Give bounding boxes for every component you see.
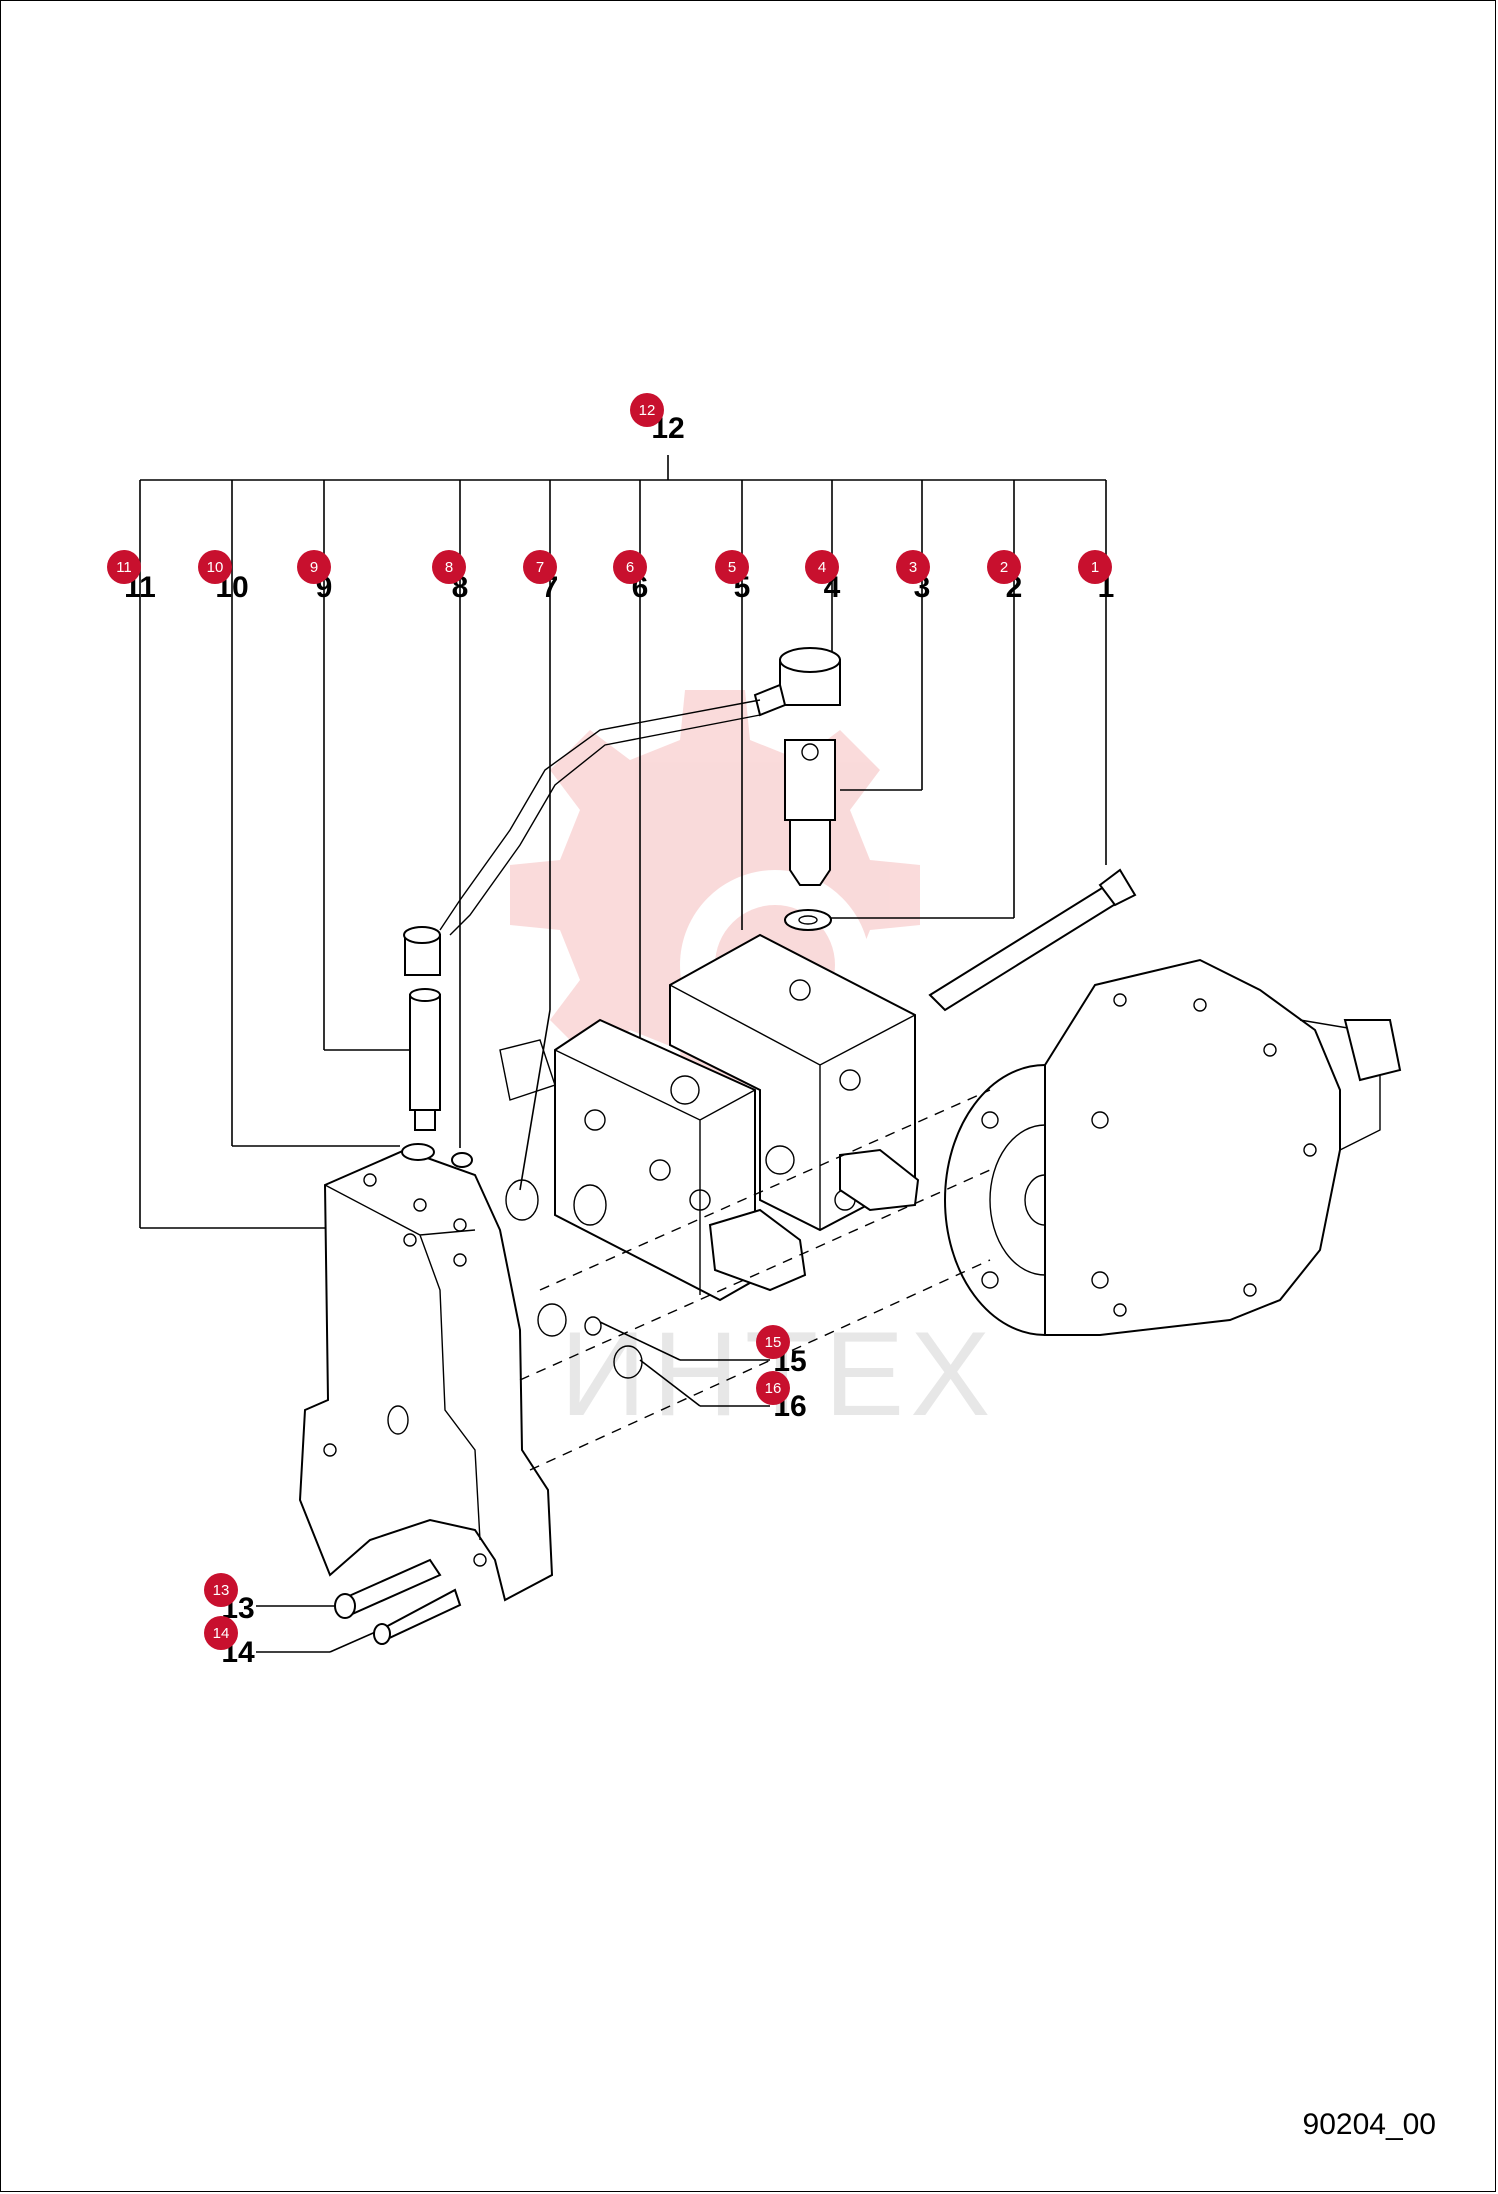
callout-badge-text-12: 12 bbox=[639, 402, 656, 419]
callout-badge-text-6: 6 bbox=[626, 559, 634, 576]
left-sensor-stack bbox=[401, 926, 473, 1168]
callout-badge-text-7: 7 bbox=[536, 559, 544, 576]
callout-badge-5 bbox=[715, 550, 749, 584]
callout-badge-12 bbox=[630, 393, 664, 427]
callout-badge-text-4: 4 bbox=[818, 559, 826, 576]
callout-badge-text-5: 5 bbox=[728, 559, 736, 576]
assembly-lines bbox=[519, 1089, 991, 1471]
callout-badge-text-13: 13 bbox=[213, 1582, 230, 1599]
hose-line-2 bbox=[449, 714, 761, 936]
callout-badge-text-14: 14 bbox=[213, 1625, 230, 1642]
callout-badge-text-9: 9 bbox=[310, 559, 318, 576]
callout-badge-text-15: 15 bbox=[765, 1334, 782, 1351]
callout-badge-3 bbox=[896, 550, 930, 584]
drawing-code: 90204_00 bbox=[1302, 2108, 1436, 2141]
callout-badge-14 bbox=[204, 1616, 238, 1650]
callout-badge-text-2: 2 bbox=[1000, 559, 1008, 576]
callout-badge-10 bbox=[198, 550, 232, 584]
callout-badge-16 bbox=[756, 1371, 790, 1405]
callout-badge-text-11: 11 bbox=[116, 559, 132, 576]
pressure-sensor-assembly bbox=[753, 647, 841, 931]
o-rings bbox=[505, 1179, 643, 1379]
callout-badge-text-1: 1 bbox=[1091, 559, 1099, 576]
callout-badge-9 bbox=[297, 550, 331, 584]
callout-badge-6 bbox=[613, 550, 647, 584]
long-bolt-1 bbox=[928, 868, 1137, 1012]
callout-badge-text-3: 3 bbox=[909, 559, 917, 576]
callout-badge-text-10: 10 bbox=[207, 559, 224, 576]
callout-badge-text-16: 16 bbox=[765, 1380, 782, 1397]
mounting-bracket bbox=[298, 1148, 554, 1602]
callout-badge-8 bbox=[432, 550, 466, 584]
valve-block-5 bbox=[669, 933, 920, 1232]
valve-block-6 bbox=[499, 1018, 807, 1302]
hose-line bbox=[439, 699, 761, 931]
callout-badge-2 bbox=[987, 550, 1021, 584]
callout-badge-1 bbox=[1078, 550, 1112, 584]
callout-badge-15 bbox=[756, 1325, 790, 1359]
callout-badge-7 bbox=[523, 550, 557, 584]
callout-badge-4 bbox=[805, 550, 839, 584]
callout-labels: 1122334455667788991010111112121313141415… bbox=[107, 393, 1114, 1669]
hydraulic-motor bbox=[944, 958, 1402, 1336]
callout-badge-13 bbox=[204, 1573, 238, 1607]
callout-badge-text-8: 8 bbox=[445, 559, 453, 576]
bolts-13-14 bbox=[334, 1558, 462, 1645]
callout-badge-11 bbox=[107, 550, 141, 584]
